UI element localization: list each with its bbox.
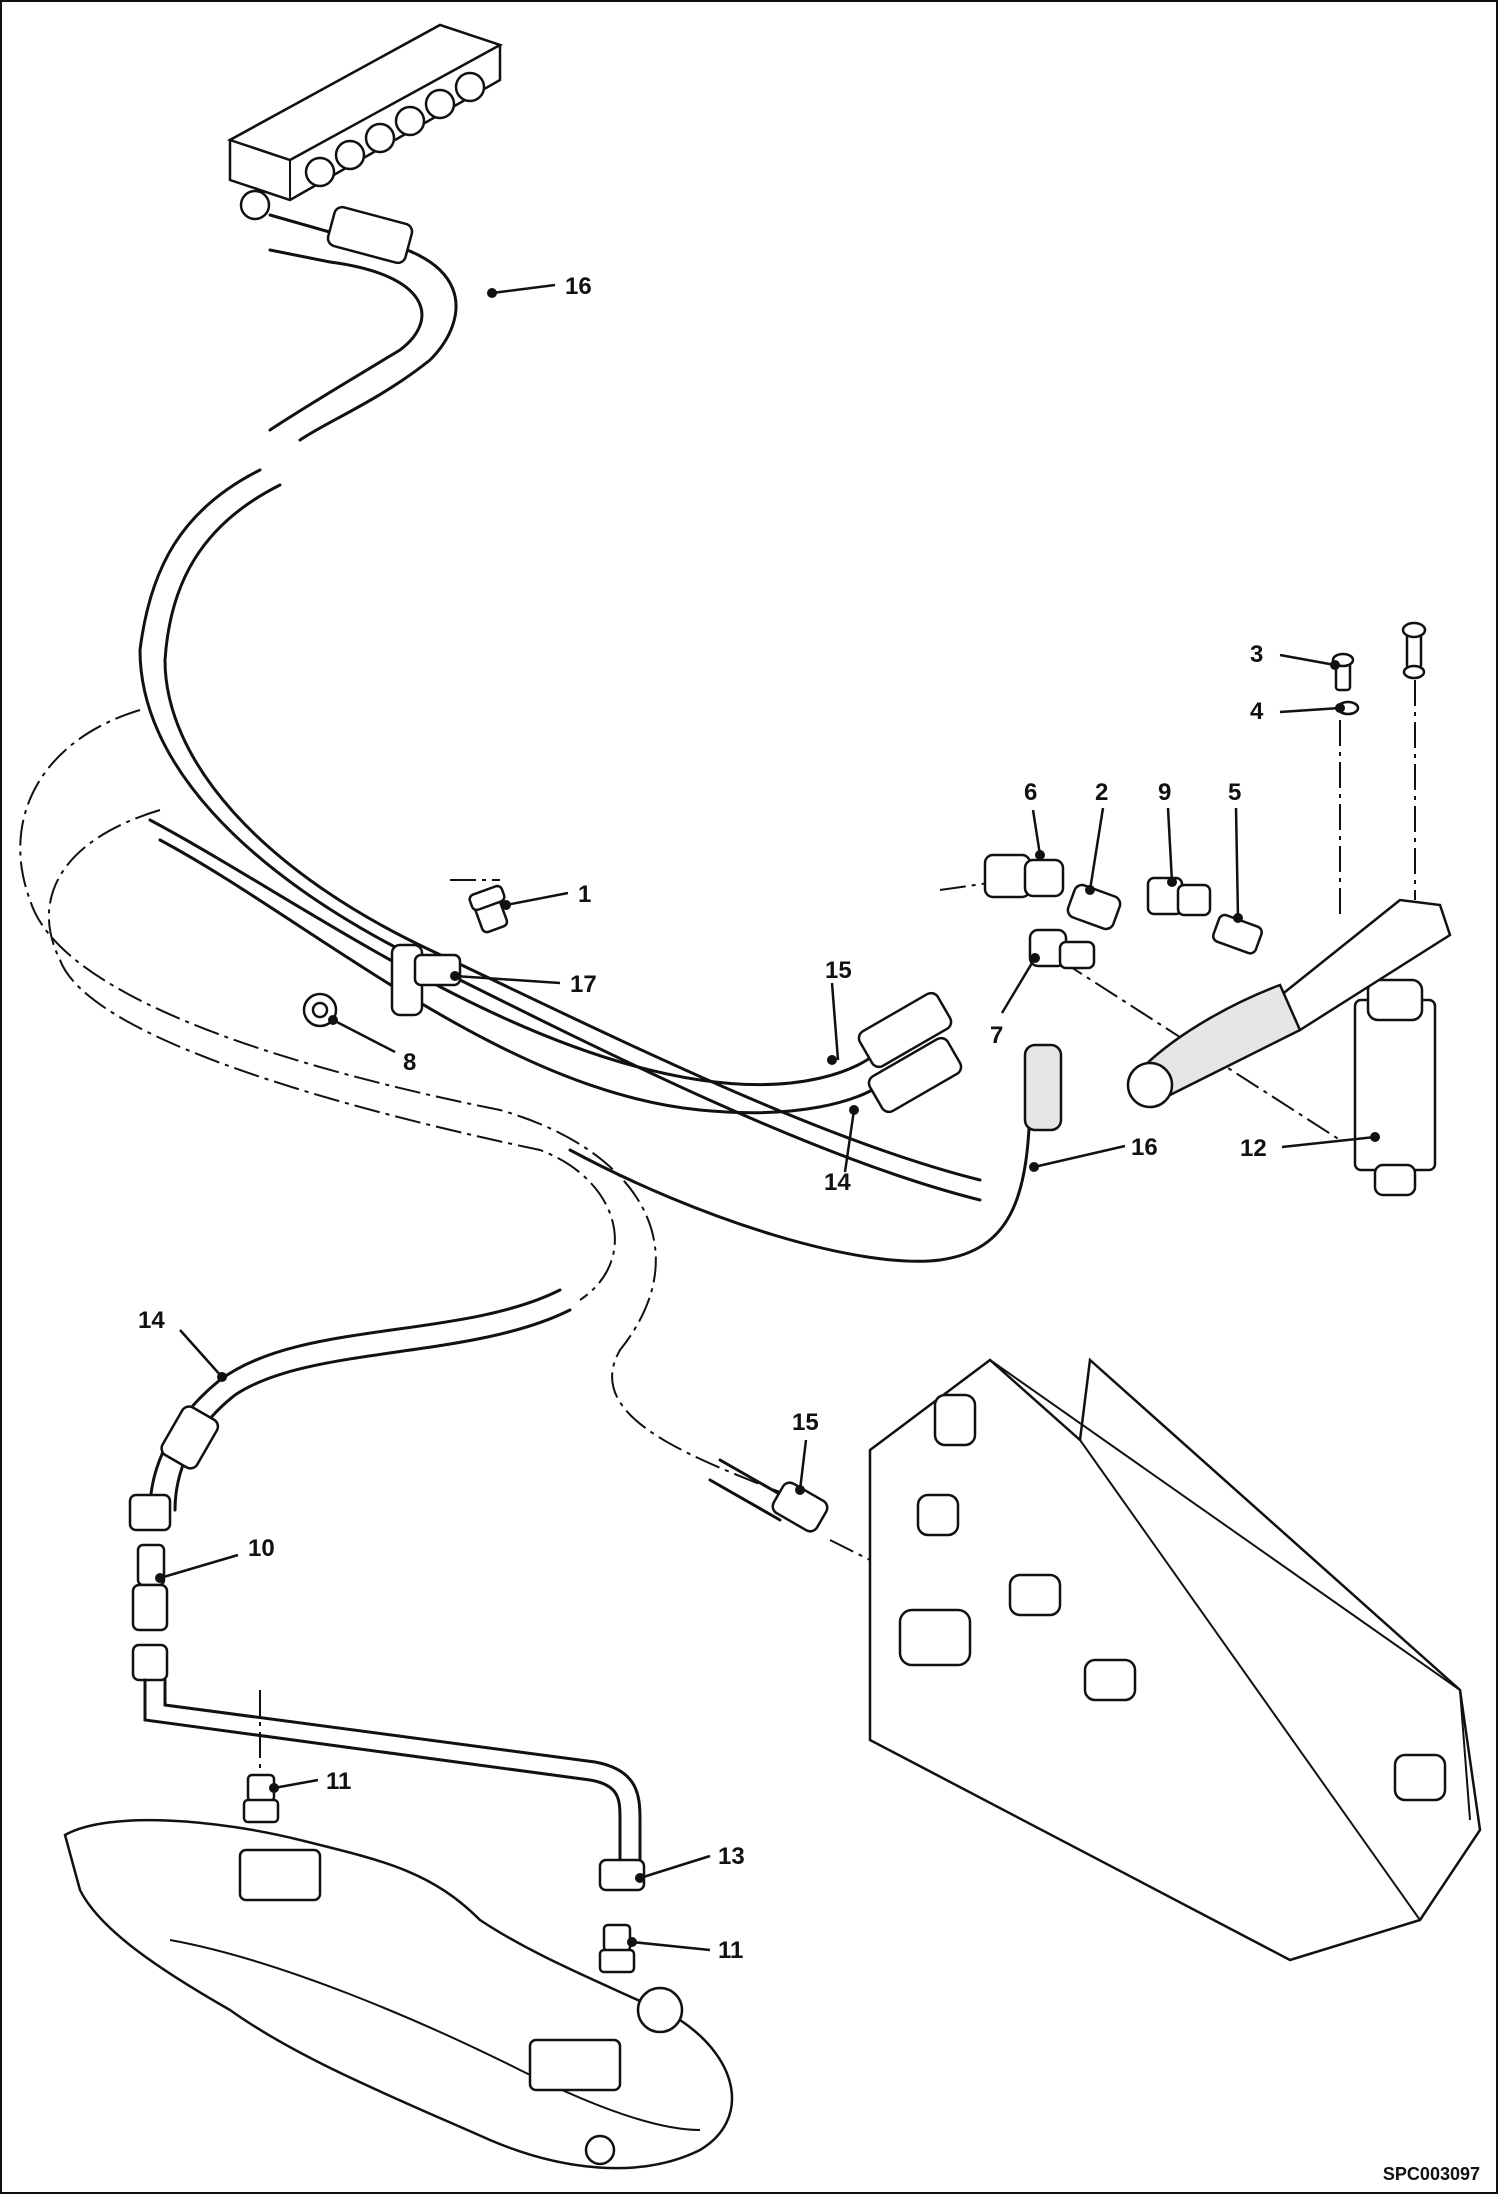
hand-pump-12: [1126, 898, 1452, 1197]
nut-8: [302, 992, 338, 1028]
hydraulic-tank: [868, 1357, 1482, 1962]
callouts: 16 3 4 6 2 9 5 1 17 15 7 8 16: [138, 273, 1380, 1964]
callout-16-upper: 16: [565, 273, 592, 300]
callout-6: 6: [1024, 779, 1037, 806]
fitting-7: [1028, 928, 1096, 970]
callout-4: 4: [1250, 698, 1264, 725]
callout-17: 17: [570, 971, 597, 998]
hose-15-lower: [708, 1458, 829, 1533]
fitting-11-left: [242, 1773, 280, 1824]
callout-8: 8: [403, 1049, 416, 1076]
callout-5: 5: [1228, 779, 1241, 806]
hose-16-lower: [568, 1043, 1063, 1263]
callout-10: 10: [248, 1535, 275, 1562]
fitting-11-right: [598, 1923, 636, 1974]
bolt-1: [468, 884, 509, 934]
callout-9: 9: [1158, 779, 1171, 806]
drawing-code: SPC003097: [1383, 2164, 1480, 2184]
callout-11-right: 11: [718, 1937, 743, 1964]
callout-13: 13: [718, 1843, 745, 1870]
clamp-17: [390, 943, 462, 1017]
callout-15-lower: 15: [792, 1409, 819, 1436]
callout-7: 7: [990, 1022, 1003, 1049]
fitting-10: [131, 1543, 169, 1682]
callout-1: 1: [578, 881, 591, 908]
callout-12: 12: [1240, 1135, 1267, 1162]
screw-3: [1331, 652, 1355, 692]
bolt-top-right: [1401, 621, 1427, 680]
callout-16-lower: 16: [1131, 1134, 1158, 1161]
callout-15-upper: 15: [825, 957, 852, 984]
callout-14-lower: 14: [138, 1307, 165, 1334]
callout-14-middle: 14: [824, 1169, 851, 1196]
fitting-5: [1211, 913, 1263, 955]
hose-14-lower: [128, 1288, 572, 1532]
callout-11-left: 11: [326, 1768, 351, 1795]
tube-13: [143, 1678, 646, 1892]
frame-casting: [63, 1818, 734, 2170]
fitting-2: [1066, 883, 1122, 931]
fitting-6: [983, 853, 1065, 899]
callout-2: 2: [1095, 779, 1108, 806]
hose-14-15: [148, 818, 963, 1115]
valve-block: [226, 23, 504, 221]
hose-16-upper: [138, 205, 982, 1202]
fitting-9: [1146, 876, 1212, 917]
callout-3: 3: [1250, 641, 1263, 668]
